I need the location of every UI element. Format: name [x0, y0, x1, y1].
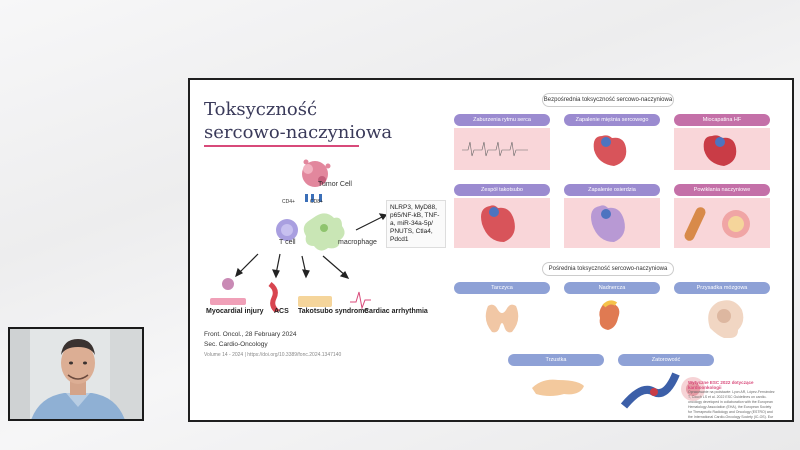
slide-title: Toksyczność sercowo-naczyniowa	[204, 98, 392, 144]
myocardial-injury-icon	[210, 278, 246, 305]
macrophage-icon	[303, 213, 345, 251]
outcome-takotsubo: Takotsubo syndrome	[298, 308, 369, 315]
takotsubo-icon	[298, 296, 332, 307]
card-pancreas-head: Trzustka	[508, 354, 604, 366]
outcome-arrhythmia: Cardiac arrhythmia	[364, 308, 428, 315]
card-arrhythmia-body	[454, 128, 550, 170]
card-pericarditis-head: Zapalenie osierdzia	[564, 184, 660, 196]
card-vascular-head: Powikłania naczyniowe	[674, 184, 770, 196]
citation: Front. Oncol., 28 February 2024 Sec. Car…	[204, 330, 341, 360]
cd8-label: CD8+	[310, 199, 323, 205]
card-takotsubo-head: Zespół takotsubo	[454, 184, 550, 196]
citation-journal: Front. Oncol., 28 February 2024	[204, 331, 297, 338]
title-line-2: sercowo-naczyniowa	[204, 122, 393, 143]
direct-toxicity-header: Bezpośrednia toksyczność sercowo-naczyni…	[542, 93, 674, 107]
arrows	[235, 213, 388, 279]
card-takotsubo-body	[454, 198, 550, 248]
arrhythmia-icon	[350, 291, 371, 310]
embolism-icon	[620, 372, 680, 409]
outcome-myocardial: Myocardial injury	[206, 308, 264, 315]
cd4-label: CD4+	[282, 199, 295, 205]
outcome-acs: ACS	[274, 308, 289, 315]
card-thyroid-head: Tarczyca	[454, 282, 550, 294]
note-title: Wytyczne ESC 2022 dotyczące kardioonkolo…	[688, 380, 754, 390]
card-hf-head: Miocapatina HF	[674, 114, 770, 126]
tumor-cell-label: Tumor Cell	[318, 181, 352, 188]
citation-section: Sec. Cardio-Oncology	[204, 341, 268, 348]
title-underline	[204, 145, 359, 147]
speaker-image	[10, 329, 142, 419]
indirect-toxicity-header: Pośrednia toksyczność sercowo-naczyniowa	[542, 262, 674, 276]
adrenal-icon	[599, 300, 620, 330]
card-myocarditis-head: Zapalenie mięśnia sercowego	[564, 114, 660, 126]
molecules-box: NLRP3, MyD88, p65/NF-kB, TNF-a, miR-34a-…	[386, 200, 446, 248]
thyroid-icon	[485, 304, 519, 333]
card-pericarditis-body	[564, 198, 660, 248]
card-myocarditis-body	[564, 128, 660, 170]
card-arrhythmia-head: Zaburzenia rytmu serca	[454, 114, 550, 126]
t-cell-label: T cell	[279, 239, 296, 246]
card-adrenal-head: Nadnercza	[564, 282, 660, 294]
immune-diagram	[210, 159, 388, 312]
note-text: Opracowanie na podstawie: Lyon AR, López…	[688, 390, 775, 422]
macrophage-label: macrophage	[338, 239, 377, 246]
presentation-slide: Toksyczność sercowo-naczyniowa	[188, 78, 794, 422]
title-line-1: Toksyczność	[204, 99, 318, 120]
card-vascular-body	[674, 198, 770, 248]
speaker-webcam	[8, 327, 144, 421]
card-pituitary-head: Przysadka mózgowa	[674, 282, 770, 294]
guidelines-note: Wytyczne ESC 2022 dotyczące kardioonkolo…	[688, 380, 776, 422]
pituitary-icon	[708, 300, 744, 338]
card-hf-body	[674, 128, 770, 170]
pancreas-icon	[532, 379, 584, 396]
card-embolism-head: Zatorowość	[618, 354, 714, 366]
acs-icon	[268, 282, 280, 312]
embolism-detail-icon	[681, 377, 705, 401]
citation-doi: Volume 14 - 2024 | https://doi.org/10.33…	[204, 352, 342, 358]
tumor-cell-icon	[302, 159, 331, 187]
receptor-icon	[305, 194, 322, 202]
